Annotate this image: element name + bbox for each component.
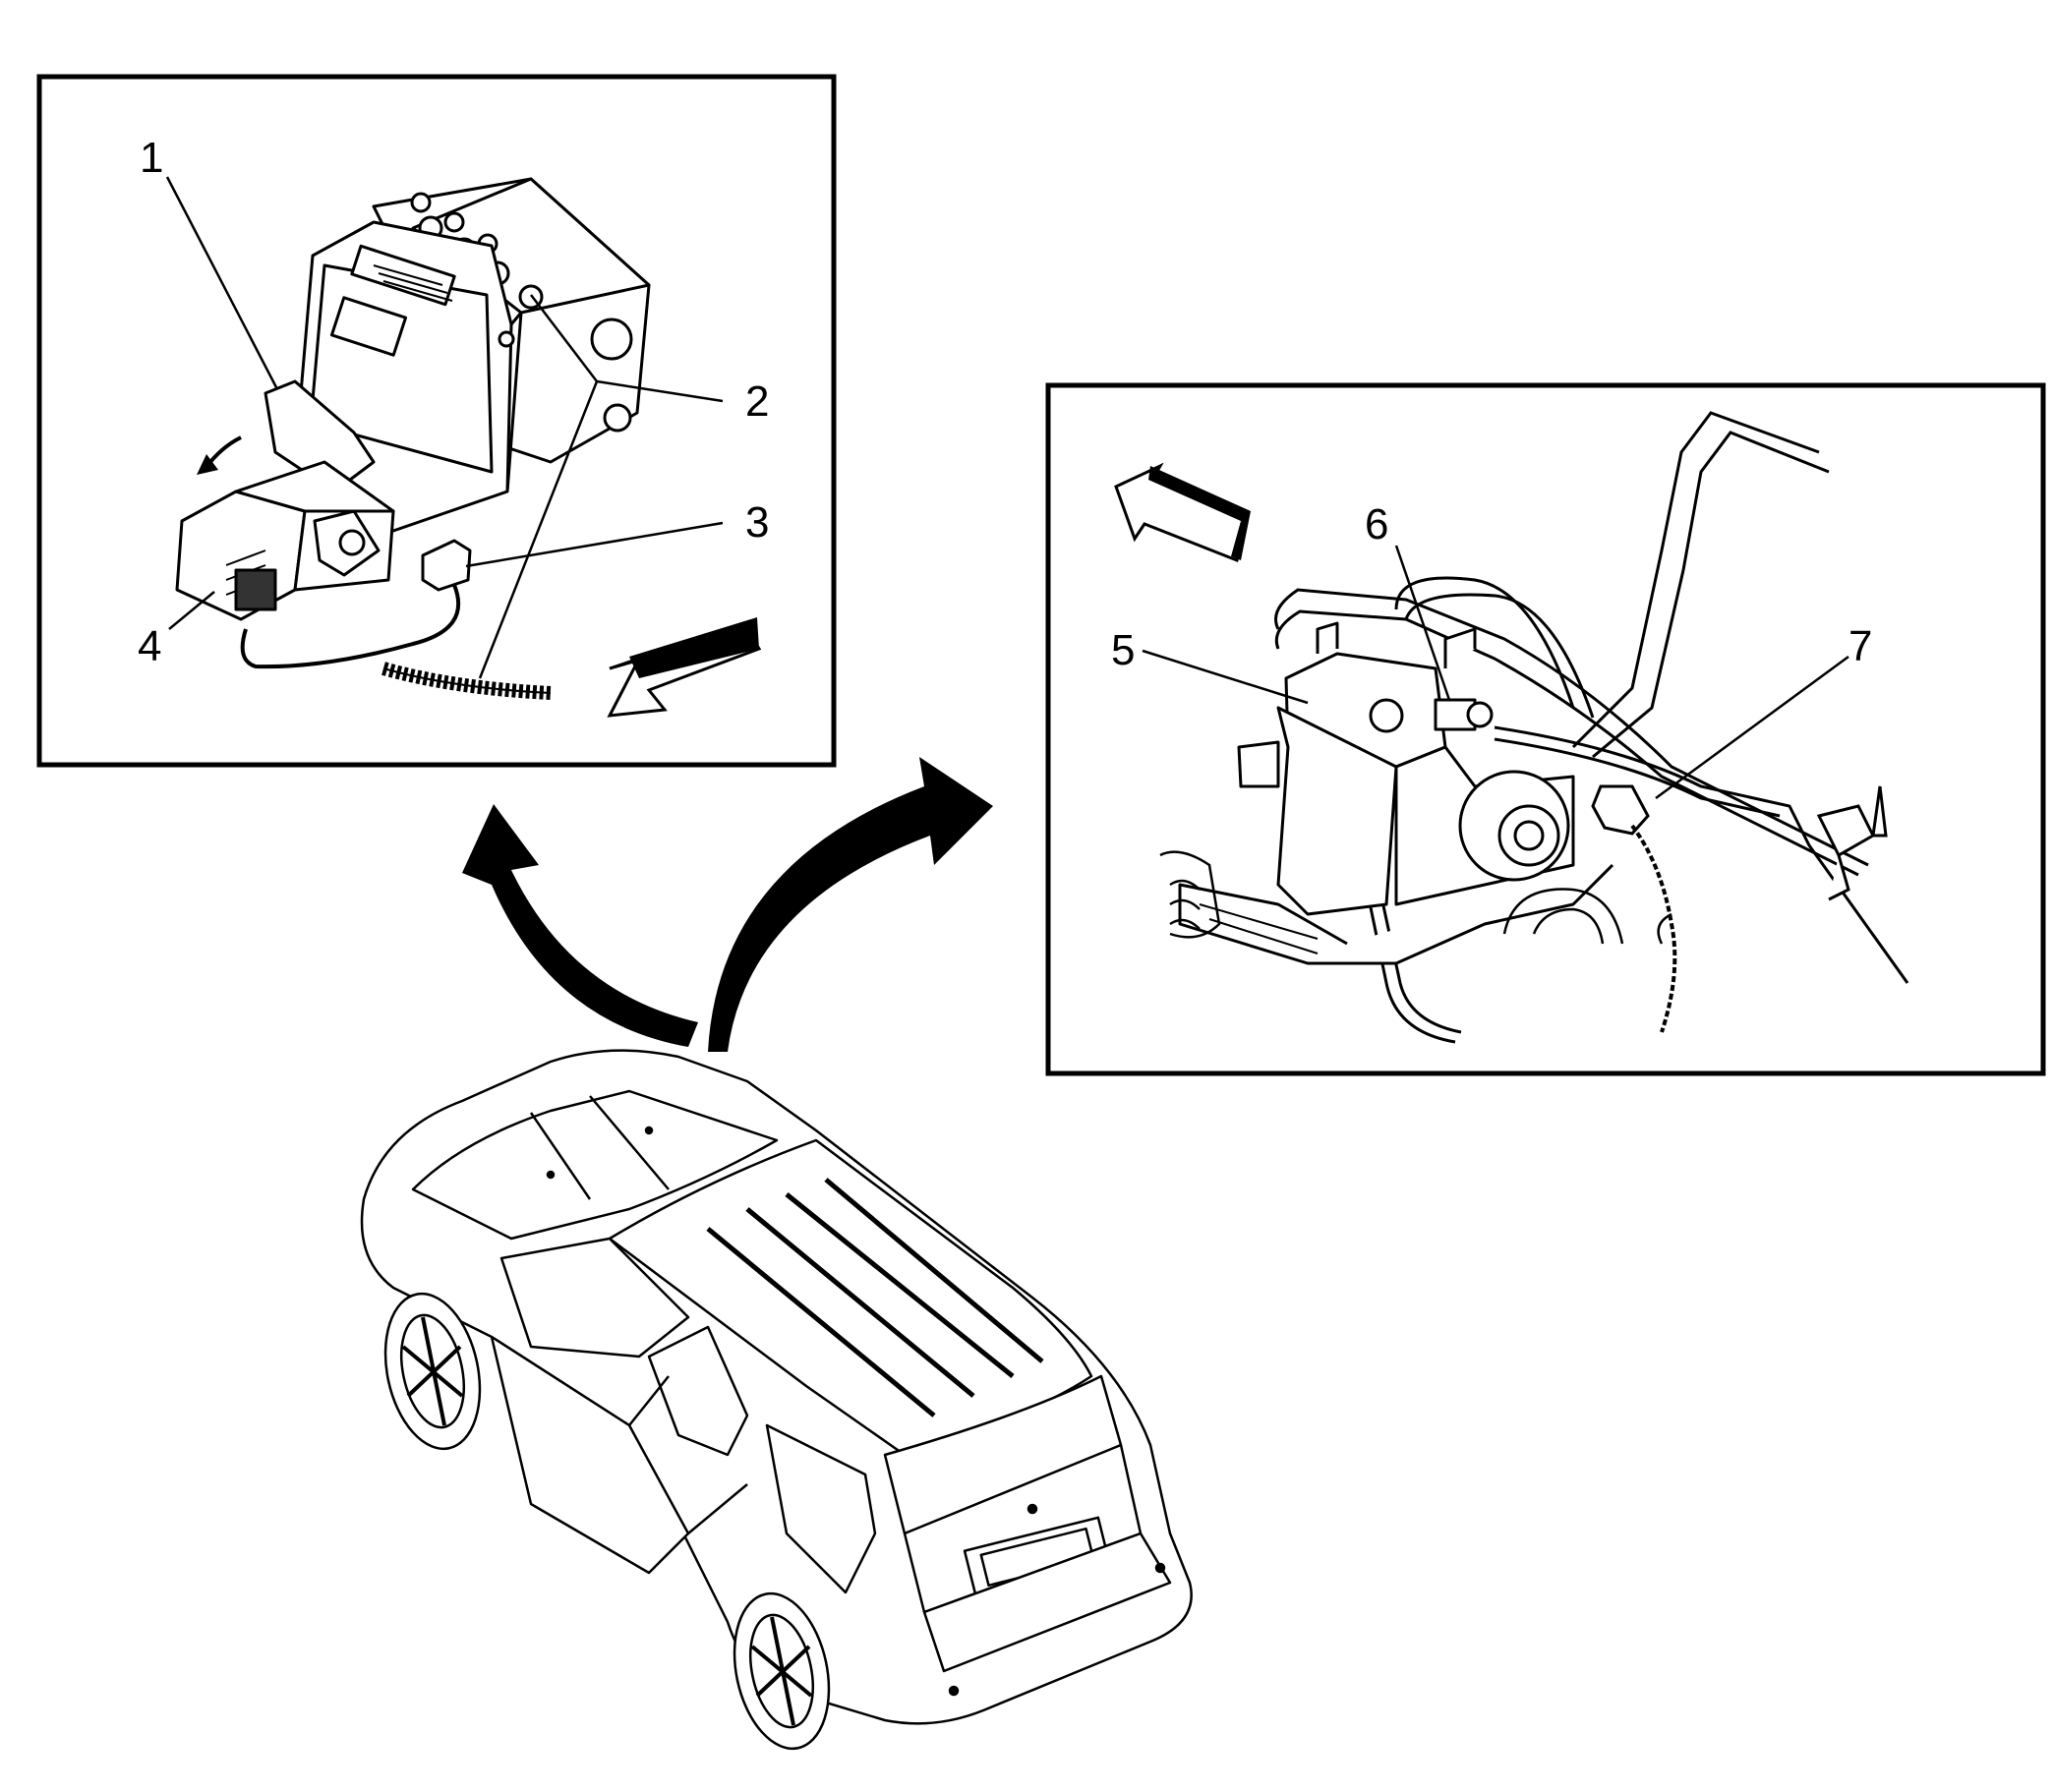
left-panel-direction-arrow-icon [607,617,762,718]
engine-bay-surround [1159,850,1672,945]
right-panel-direction-arrow-icon [1114,462,1251,563]
to-right-panel-arrow-icon [708,757,993,1052]
brake-lines [1274,411,1909,1044]
callout-6: 6 [1365,500,1388,549]
callout-7: 7 [1848,622,1872,670]
callout-4: 4 [138,622,161,670]
callout-1: 1 [140,134,163,182]
callout-3: 3 [745,498,769,547]
callout-2: 2 [745,377,769,426]
lever-release-arrowhead-icon [197,454,218,475]
vehicle-locator [360,1049,1193,1751]
to-left-panel-arrow-icon [462,804,698,1047]
callout-5: 5 [1111,626,1135,674]
left-leader-lines [165,176,724,679]
sensor-connector [1591,784,1677,1033]
harness-connector [175,379,552,700]
right-leader-lines [1142,545,1849,800]
abs-modulator [1178,621,1614,965]
right-detail-panel: 5 6 7 [1045,382,2046,1076]
ebcm-module [293,177,651,533]
left-detail-panel: 1 2 3 4 [36,74,837,768]
line-bracket [1816,785,1888,901]
